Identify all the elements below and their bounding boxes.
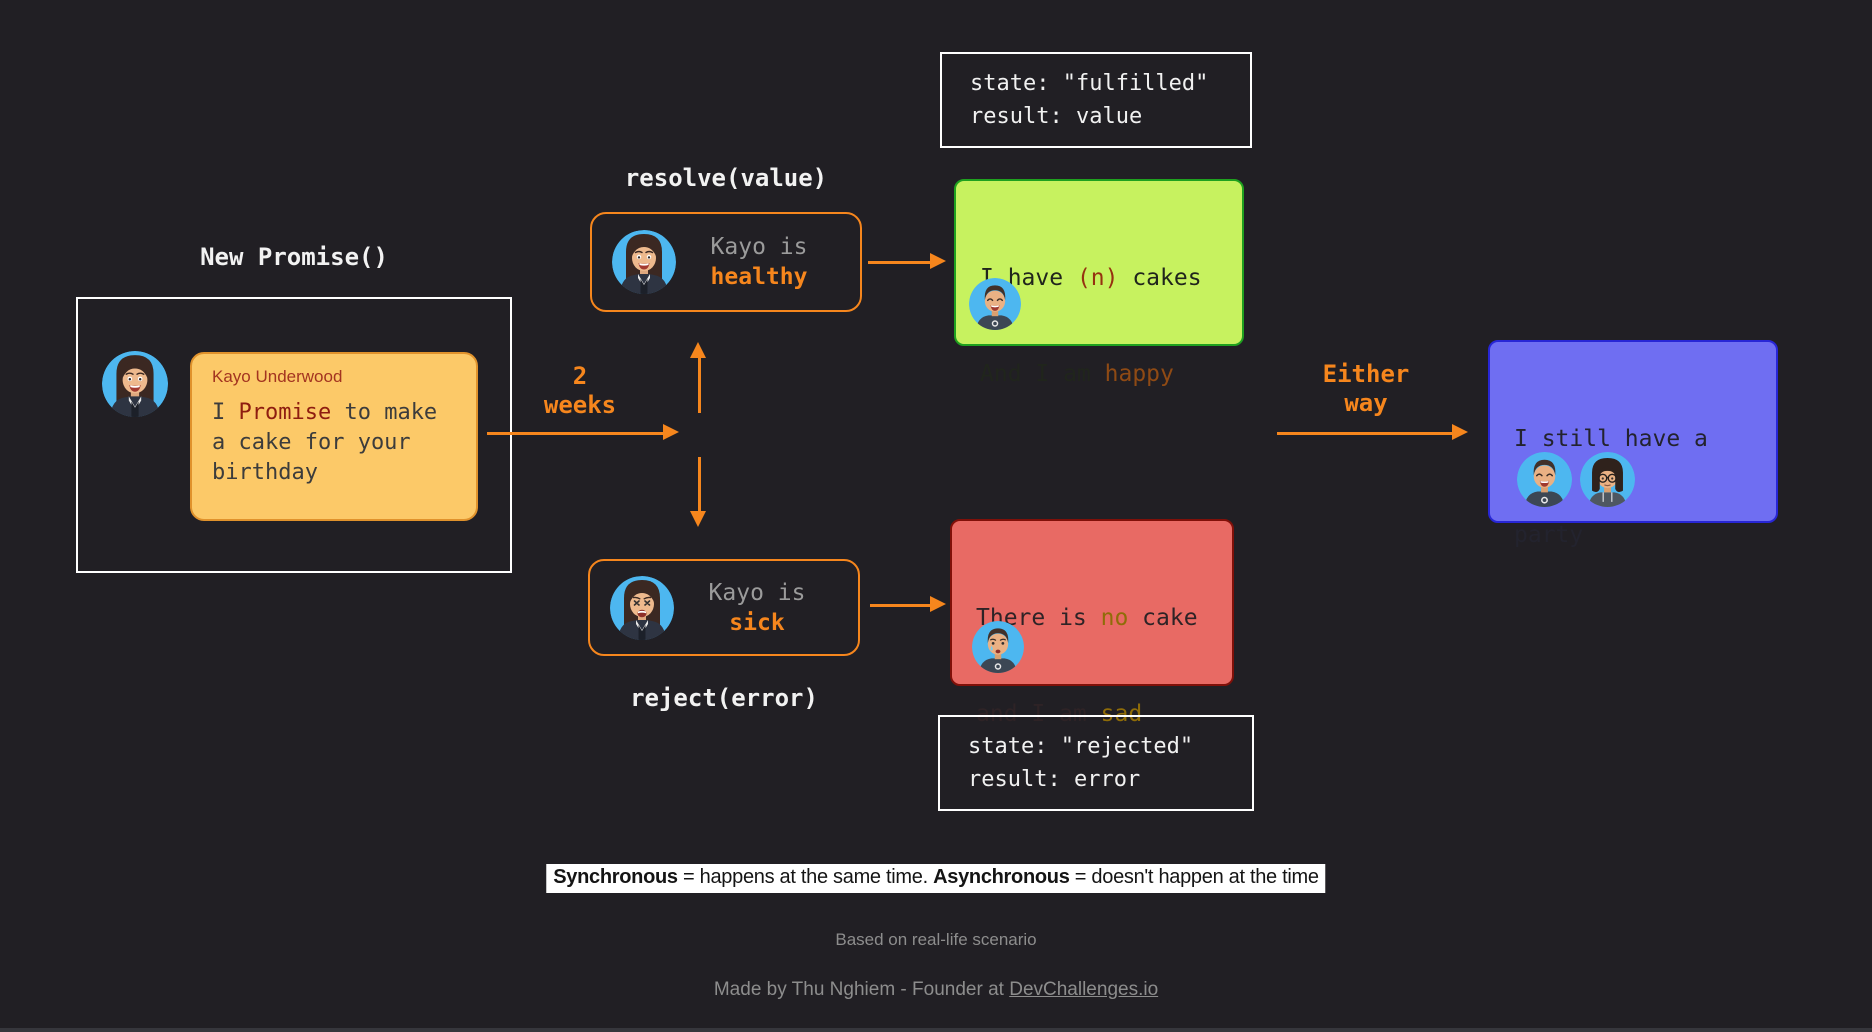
rejected-state-box: state: "rejected" result: error (938, 715, 1254, 811)
async-term: Asynchronous (933, 866, 1070, 888)
rejected-result-line2: and I am sad (976, 701, 1143, 727)
chat-body: I Promise to make a cake for your birthd… (212, 400, 451, 485)
kayo-sick-avatar (610, 576, 674, 640)
man-happy-avatar (969, 278, 1021, 330)
fulfilled-state-line2: result: value (970, 104, 1143, 129)
fulfilled-result-line1: I have (n) cakes (980, 265, 1202, 291)
arrow-head-icon (1452, 424, 1468, 440)
rejected-state-line2: result: error (968, 767, 1141, 792)
arrow-head-icon (663, 424, 679, 440)
party-line2: party (1514, 522, 1584, 548)
new-promise-label: New Promise() (200, 243, 388, 271)
promise-chat-card: Kayo Underwood I Promise to make a cake … (190, 352, 478, 521)
kayo-happy-avatar (612, 230, 676, 294)
arrow-line (868, 261, 930, 264)
man-happy-avatar (1517, 452, 1572, 507)
either-way-label: Either way (1322, 360, 1410, 417)
fulfilled-result-box: I have (n) cakes And I am happy (954, 179, 1244, 387)
new-promise-box: Kayo Underwood I Promise to make a cake … (76, 297, 512, 573)
highlight-happy: happy (1104, 361, 1174, 387)
arrow-head-icon (930, 253, 946, 269)
woman-glasses-avatar (1580, 452, 1635, 507)
credit-prefix: Made by Thu Nghiem - Founder at (713, 979, 1010, 1000)
devchallenges-link[interactable]: DevChallenges.io (1009, 979, 1159, 1000)
resolve-label: resolve(value) (624, 164, 828, 192)
healthy-status-box: Kayo is healthy (590, 212, 862, 312)
arrow-head-icon (930, 596, 946, 612)
highlight-n: (n) (1076, 265, 1119, 291)
based-on-text: Based on real-life scenario (835, 930, 1037, 949)
async-def: = doesn't happen at the time (1069, 866, 1319, 888)
arrow-line (487, 432, 663, 435)
arrow-line (1277, 432, 1452, 435)
sick-status-box: Kayo is sick (588, 559, 860, 656)
party-box: I still have a party (1488, 340, 1778, 548)
arrow-line (870, 604, 930, 607)
sick-prefix: Kayo is (708, 579, 806, 606)
fulfilled-state-line1: state: "fulfilled" (970, 71, 1209, 96)
arrow-line (698, 357, 701, 413)
sync-definition-bar: Synchronous = happens at the same time. … (546, 864, 1326, 893)
sync-term: Synchronous (553, 866, 678, 888)
sync-def: = happens at the same time. (677, 866, 934, 888)
healthy-status-text: Kayo is healthy (676, 232, 842, 292)
arrow-line (698, 457, 701, 512)
promise-keyword: Promise (238, 400, 332, 425)
rejected-result-text: There is no cake and I am sad (952, 521, 1232, 794)
sick-status-text: Kayo is sick (674, 578, 840, 638)
party-text: I still have a party (1490, 342, 1776, 615)
chat-author: Kayo Underwood (212, 367, 343, 386)
fulfilled-state-box: state: "fulfilled" result: value (940, 52, 1252, 148)
party-line1: I still have a (1514, 426, 1708, 452)
kayo-happy-avatar (102, 351, 168, 417)
reject-label: reject(error) (630, 684, 818, 712)
man-sad-avatar (972, 621, 1024, 673)
healthy-prefix: Kayo is (710, 234, 808, 260)
highlight-sad: sad (1100, 701, 1143, 727)
rejected-state-line1: state: "rejected" (968, 734, 1194, 759)
rejected-result-box: There is no cake and I am sad (950, 519, 1234, 727)
fulfilled-result-text: I have (n) cakes And I am happy (956, 181, 1242, 454)
highlight-no: no (1100, 605, 1129, 631)
arrow-head-icon (690, 342, 706, 358)
healthy-word: healthy (710, 264, 808, 290)
arrow-head-icon (690, 511, 706, 527)
two-weeks-label: 2 weeks (543, 362, 617, 419)
bottom-edge-strip (0, 1028, 1872, 1032)
sick-word: sick (729, 609, 785, 636)
fulfilled-result-line2: And I am happy (980, 361, 1174, 387)
credit-text: Made by Thu Nghiem - Founder at DevChall… (0, 979, 1872, 1001)
